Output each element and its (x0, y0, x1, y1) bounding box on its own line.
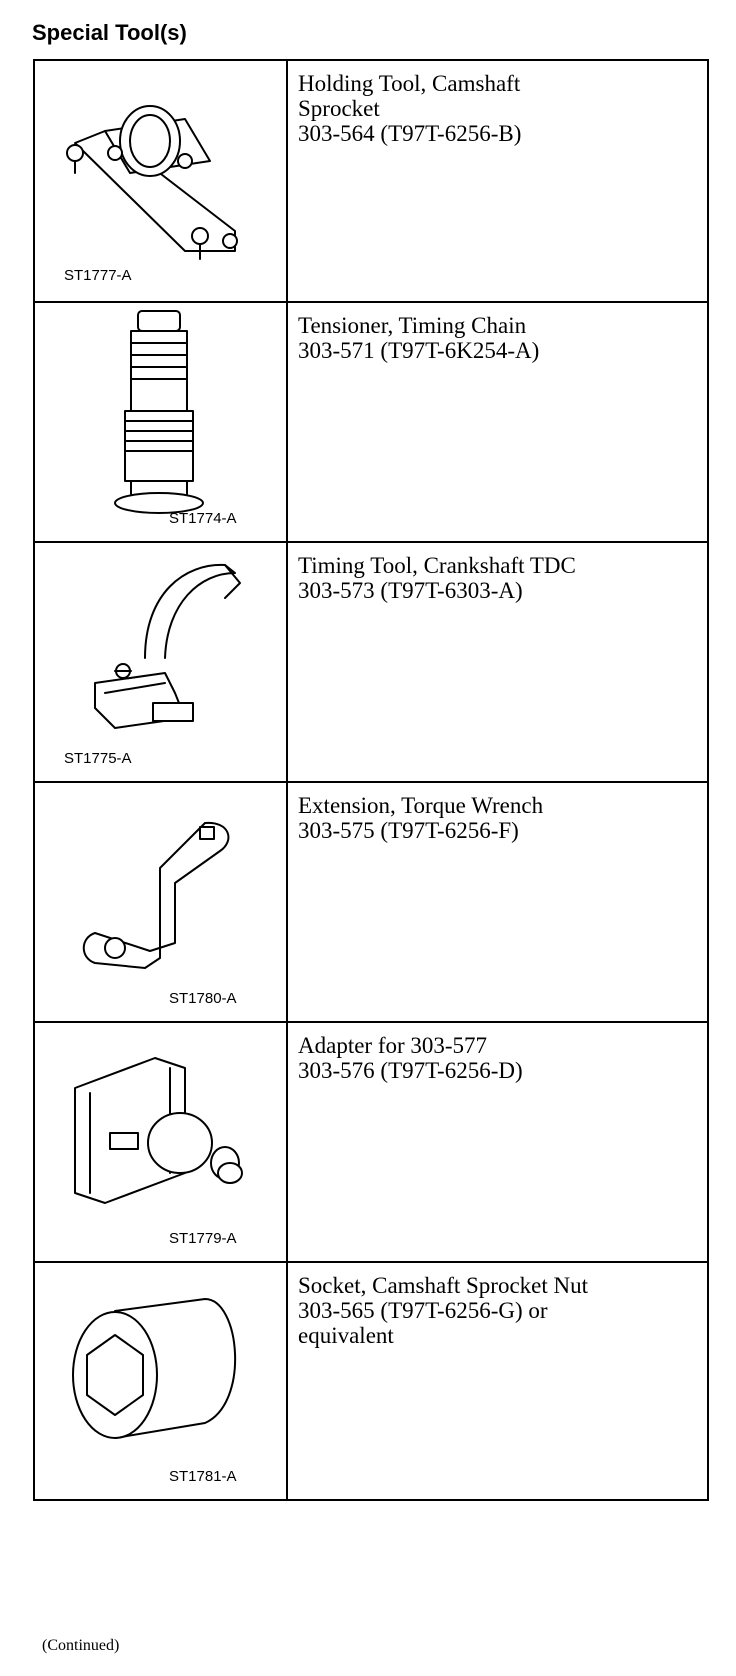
tool-name-line: Sprocket (298, 96, 380, 121)
table-row: ST1779-A Adapter for 303-577 303-576 (T9… (33, 1021, 709, 1263)
tool-description: Adapter for 303-577 303-576 (T97T-6256-D… (286, 1021, 709, 1263)
tool-note-line: equivalent (298, 1323, 394, 1348)
tool-code: ST1781-A (169, 1468, 237, 1485)
tool-illustration-cell: ST1775-A (33, 541, 288, 783)
tool-name-line: Extension, Torque Wrench (298, 793, 544, 818)
tool-code: ST1780-A (169, 990, 237, 1007)
table-row: ST1775-A Timing Tool, Crankshaft TDC 303… (33, 541, 709, 783)
table-row: ST1780-A Extension, Torque Wrench 303-57… (33, 781, 709, 1023)
crankshaft-timing-tool-icon (94, 563, 241, 729)
torque-wrench-extension-icon (82, 821, 230, 969)
tool-name-line: Tensioner, Timing Chain (298, 313, 527, 338)
tool-number-line: 303-573 (T97T-6303-A) (298, 578, 523, 603)
continued-note: (Continued) (42, 1637, 120, 1654)
tool-description: Extension, Torque Wrench 303-575 (T97T-6… (286, 781, 709, 1023)
tool-illustration-cell: ST1774-A (33, 301, 288, 543)
tool-number-line: 303-564 (T97T-6256-B) (298, 121, 522, 146)
tool-illustration-cell: ST1779-A (33, 1021, 288, 1263)
tool-code: ST1775-A (64, 750, 132, 767)
tool-number-line: 303-565 (T97T-6256-G) or (298, 1298, 548, 1323)
tool-number-line: 303-576 (T97T-6256-D) (298, 1058, 523, 1083)
tool-code: ST1779-A (169, 1230, 237, 1247)
tool-name-line: Holding Tool, Camshaft (298, 71, 521, 96)
tool-description: Socket, Camshaft Sprocket Nut 303-565 (T… (286, 1261, 709, 1501)
tool-name-line: Timing Tool, Crankshaft TDC (298, 553, 576, 578)
tool-description: Holding Tool, Camshaft Sprocket 303-564 … (286, 59, 709, 303)
tool-illustration-cell: ST1780-A (33, 781, 288, 1023)
tool-description: Tensioner, Timing Chain 303-571 (T97T-6K… (286, 301, 709, 543)
camshaft-holding-tool-icon (66, 105, 238, 260)
page-title: Special Tool(s) (32, 20, 187, 45)
socket-icon (72, 1298, 236, 1439)
adapter-icon (74, 1057, 243, 1204)
tool-number-line: 303-571 (T97T-6K254-A) (298, 338, 540, 363)
table-row: ST1777-A Holding Tool, Camshaft Sprocket… (33, 59, 709, 303)
table-row: ST1774-A Tensioner, Timing Chain 303-571… (33, 301, 709, 543)
tool-name-line: Socket, Camshaft Sprocket Nut (298, 1273, 589, 1298)
table-row: ST1781-A Socket, Camshaft Sprocket Nut 3… (33, 1261, 709, 1501)
tool-number-line: 303-575 (T97T-6256-F) (298, 818, 519, 843)
special-tools-table: ST1777-A Holding Tool, Camshaft Sprocket… (33, 59, 709, 1501)
tool-illustration-cell: ST1781-A (33, 1261, 288, 1501)
tool-code: ST1774-A (169, 510, 237, 527)
tool-illustration-cell: ST1777-A (33, 59, 288, 303)
tool-name-line: Adapter for 303-577 (298, 1033, 488, 1058)
timing-chain-tensioner-icon (114, 310, 204, 514)
tool-code: ST1777-A (64, 267, 132, 284)
tool-description: Timing Tool, Crankshaft TDC 303-573 (T97… (286, 541, 709, 783)
